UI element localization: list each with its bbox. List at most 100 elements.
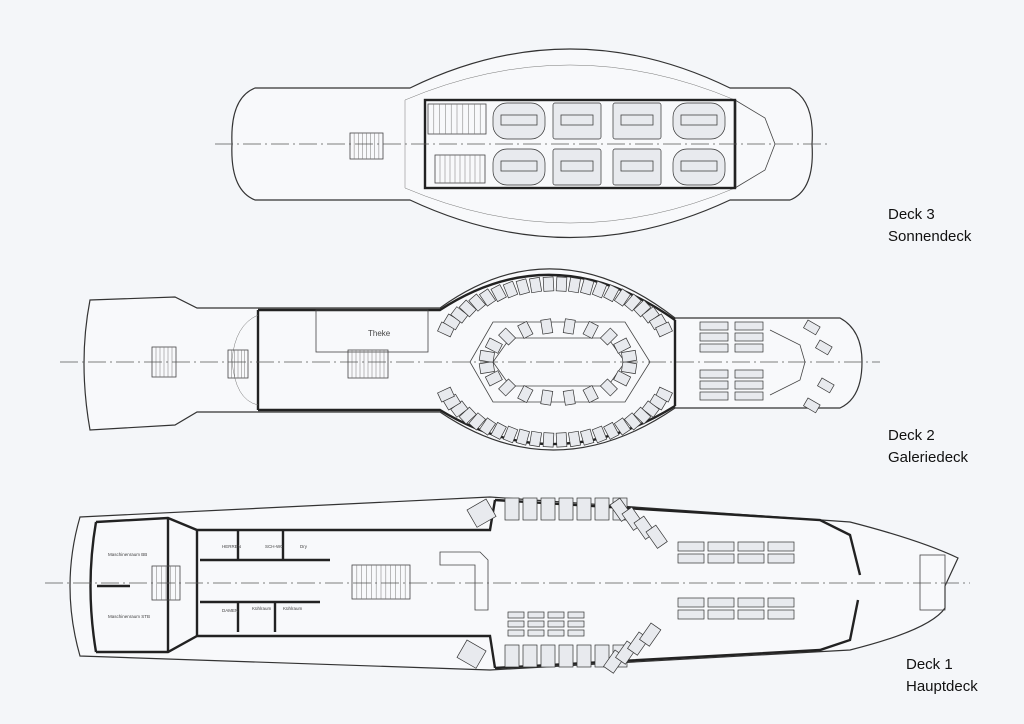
bench-seat: [613, 337, 632, 354]
bench-seat: [478, 349, 495, 363]
table-group: [466, 498, 497, 528]
table-group: [552, 148, 602, 186]
table-group: [492, 148, 546, 186]
table-seat: [699, 321, 729, 331]
bench-seat: [478, 288, 497, 307]
bench-seat: [498, 378, 517, 397]
bench-seat: [591, 425, 608, 444]
bench-seat: [468, 412, 487, 431]
bench-seat: [517, 320, 534, 339]
womens-wc-label: DAMEN: [222, 608, 238, 613]
dry-label: Dry: [300, 544, 308, 549]
table-seat: [699, 380, 729, 390]
deck-2-label: Deck 2 Galeriedeck: [888, 425, 968, 469]
table-seat: [504, 644, 520, 668]
bench-seat: [591, 280, 608, 299]
table-seat: [527, 629, 545, 637]
table: [620, 160, 654, 172]
table-seat: [699, 343, 729, 353]
crew-wc-label: SCH-WC: [265, 544, 284, 549]
bench-seat: [621, 349, 638, 363]
table-seat: [540, 497, 556, 521]
table-seat: [527, 611, 545, 619]
bench-seat: [641, 400, 660, 418]
bench-seat: [555, 276, 568, 292]
table-seat: [734, 321, 764, 331]
table-seat: [576, 644, 592, 668]
table-seat: [707, 553, 735, 564]
bench-seat: [613, 370, 632, 387]
table-seat: [639, 622, 662, 647]
bench-seat: [599, 378, 618, 397]
table-seat: [507, 611, 525, 619]
table-seat: [522, 644, 538, 668]
deck-1-number: Deck 1: [906, 656, 953, 673]
bench-seat: [490, 421, 507, 440]
deck-2-seating: [437, 276, 835, 448]
table-group: [552, 102, 602, 140]
table-group: [456, 639, 487, 669]
table-seat: [767, 541, 795, 552]
table-seat: [699, 332, 729, 342]
bench-seat: [529, 276, 543, 294]
bench-seat: [529, 430, 543, 448]
deck-3-name: Sonnendeck: [888, 228, 972, 245]
bench-seat: [582, 385, 599, 404]
deck-2-number: Deck 2: [888, 427, 935, 444]
table-seat: [677, 541, 705, 552]
table: [560, 160, 594, 172]
bench-seat: [484, 370, 503, 387]
bench-seat: [599, 327, 618, 346]
table-group: [612, 148, 662, 186]
table-seat: [734, 391, 764, 401]
bench-seat: [603, 421, 620, 440]
table-seat: [707, 597, 735, 608]
table: [560, 114, 594, 126]
deck-3-number: Deck 3: [888, 206, 935, 223]
bench-seat: [613, 417, 632, 436]
deck-1-label: Deck 1 Hauptdeck: [906, 654, 978, 698]
bench-seat: [450, 306, 469, 324]
table-seat: [507, 629, 525, 637]
engine-room-starboard-label: Maschinenraum STB: [108, 614, 150, 619]
lounge-chair: [817, 377, 835, 394]
table-seat: [699, 391, 729, 401]
bench-seat: [613, 288, 632, 307]
table-seat: [527, 620, 545, 628]
bench-seat: [502, 425, 519, 444]
table: [680, 160, 718, 172]
table-seat: [737, 553, 765, 564]
table-seat: [707, 609, 735, 620]
lounge-chair: [803, 319, 821, 336]
table-seat: [567, 611, 585, 619]
table-seat: [504, 497, 520, 521]
cold-room-1-label: Kühlraum: [252, 606, 272, 611]
table-seat: [734, 332, 764, 342]
table: [620, 114, 654, 126]
bench-seat: [517, 385, 534, 404]
deck-3-stairs: [349, 103, 487, 184]
bench-seat: [621, 361, 638, 375]
bench-seat: [623, 293, 642, 312]
table-seat: [547, 611, 565, 619]
table-seat: [767, 597, 795, 608]
bench-seat: [555, 432, 568, 448]
counter-label: Theke: [368, 329, 391, 338]
bench-seat: [468, 293, 487, 312]
table-seat: [734, 380, 764, 390]
table-seat: [558, 497, 574, 521]
deck-1-seating: [456, 497, 795, 674]
bench-seat: [623, 412, 642, 431]
table-group: [672, 148, 726, 186]
bench-seat: [580, 278, 595, 296]
bench-seat: [562, 318, 576, 335]
bench-seat: [540, 389, 554, 406]
table-seat: [677, 597, 705, 608]
deck-2-name: Galeriedeck: [888, 449, 969, 466]
bench-seat: [655, 321, 673, 338]
bench-seat: [582, 320, 599, 339]
table: [500, 160, 538, 172]
deck-1-name: Hauptdeck: [906, 678, 978, 695]
table-seat: [540, 644, 556, 668]
